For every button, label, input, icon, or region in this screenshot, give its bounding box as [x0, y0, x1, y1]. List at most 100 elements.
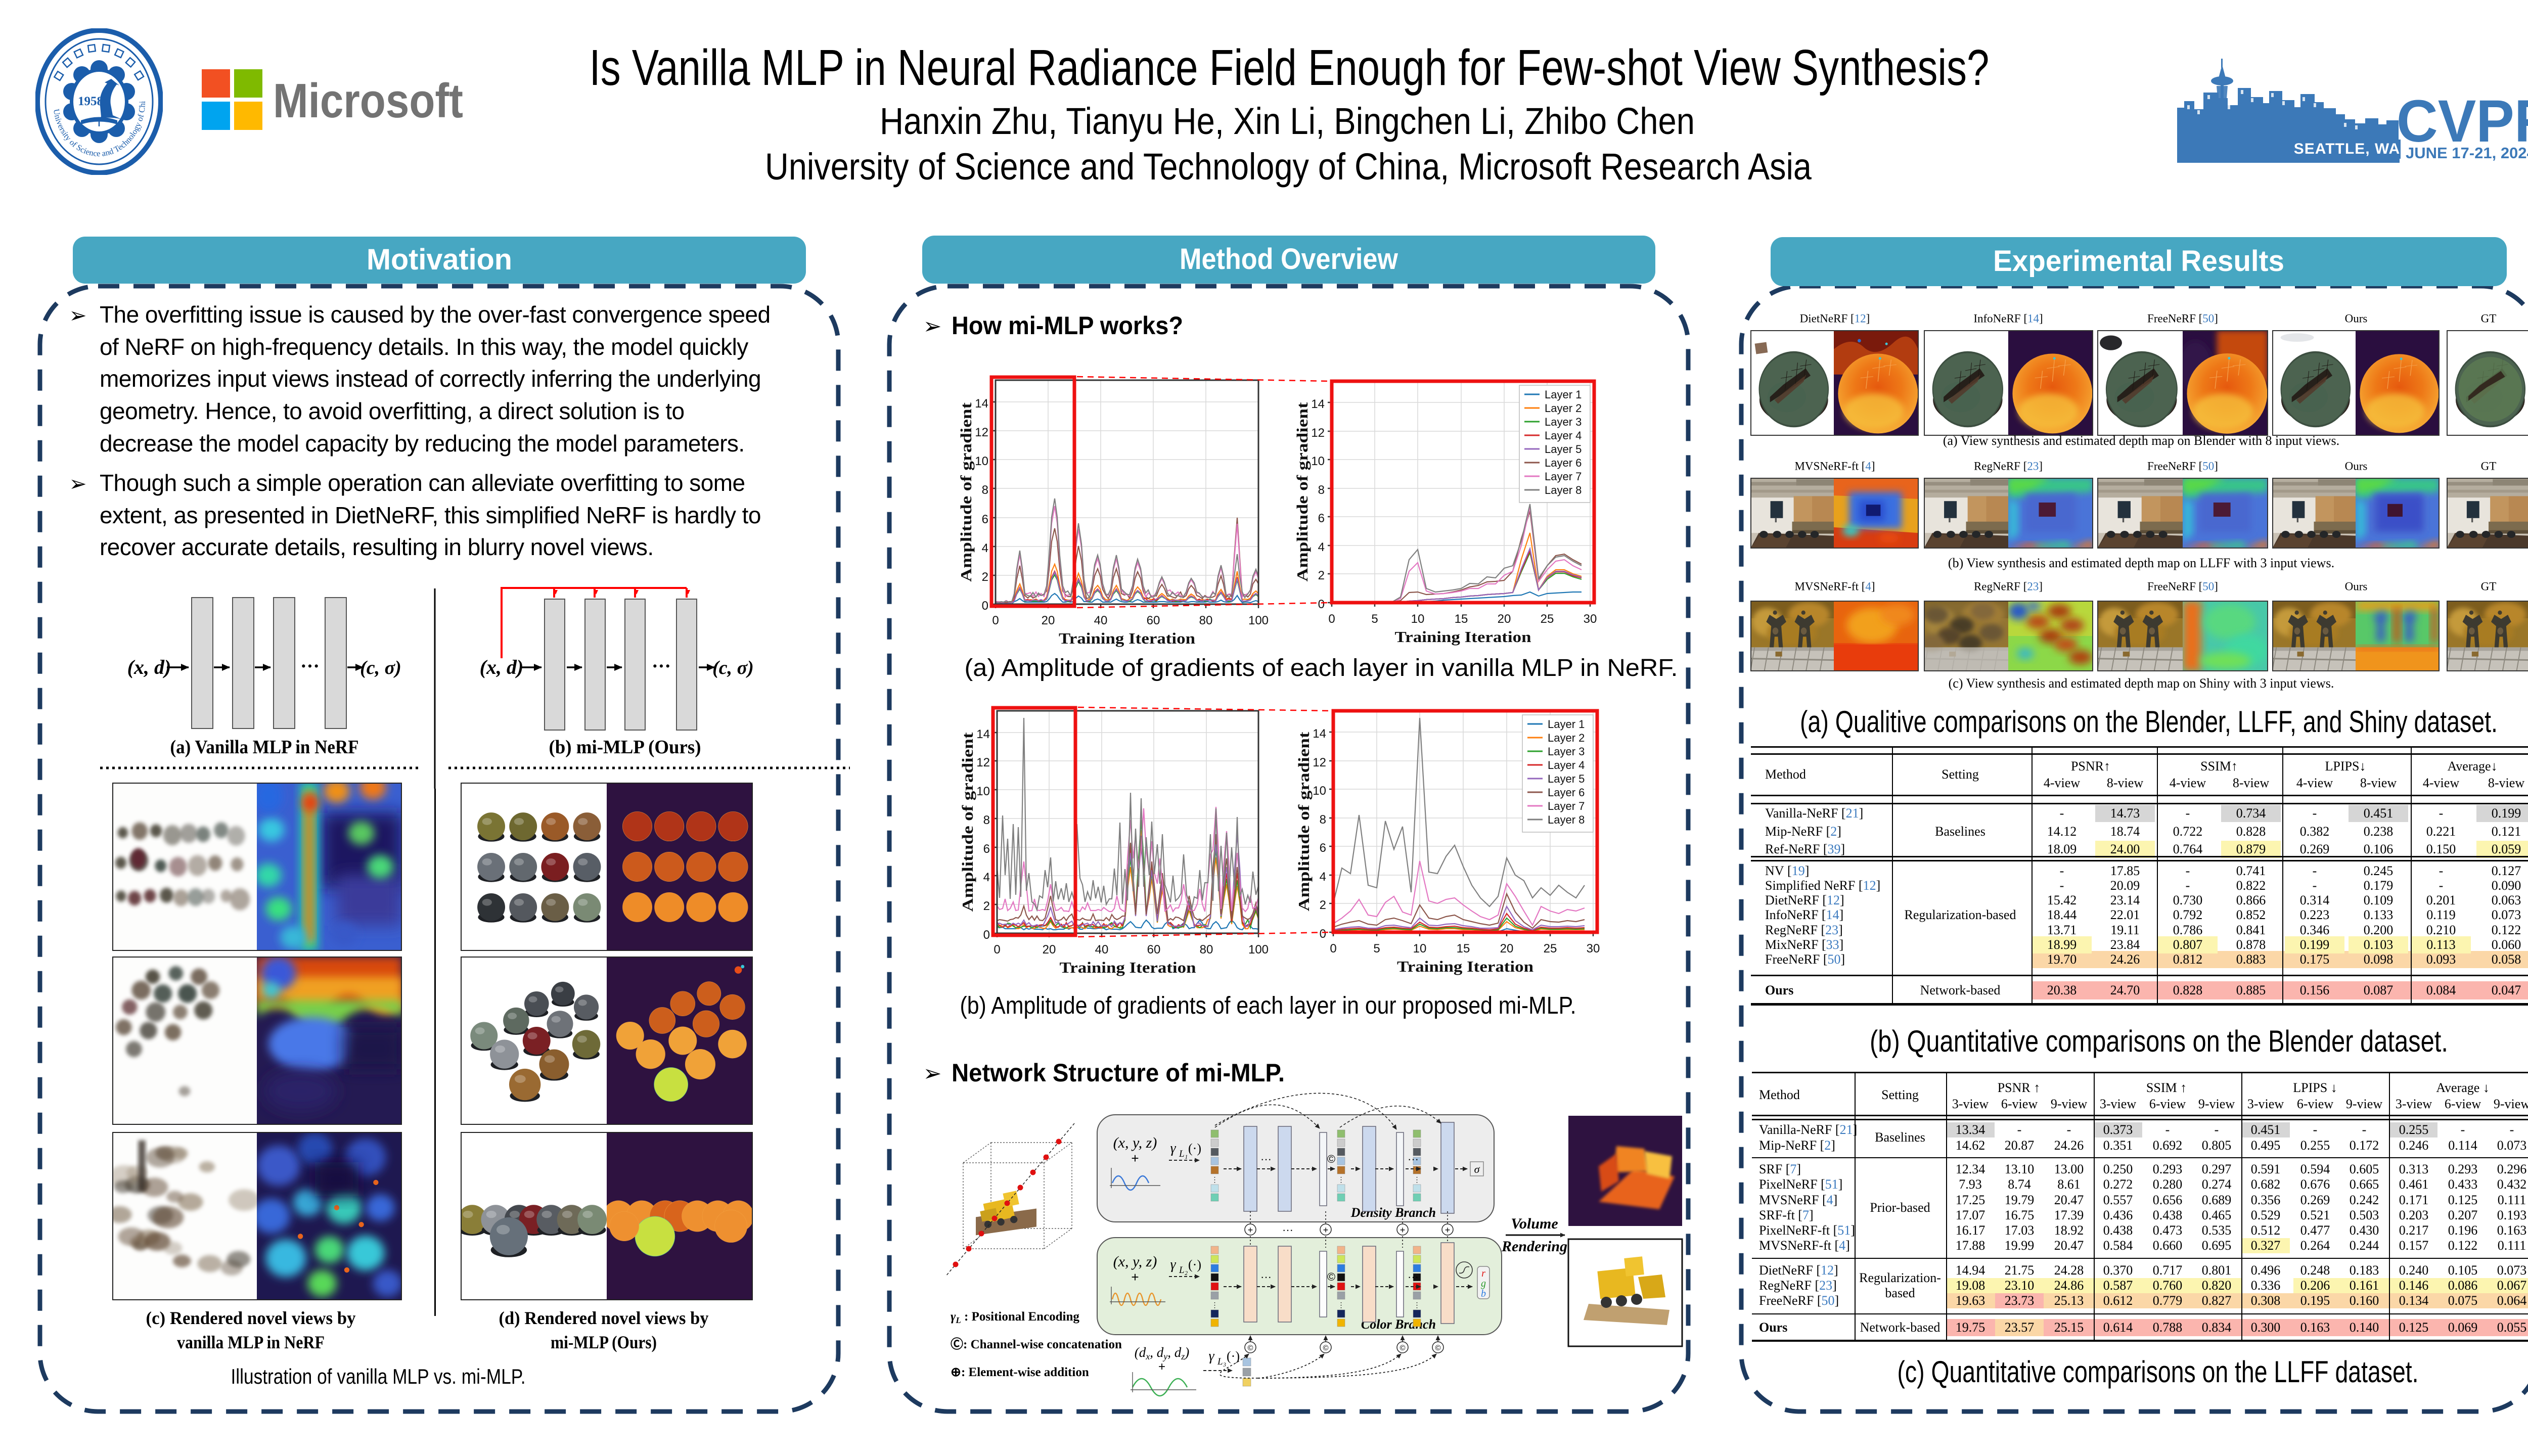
svg-text:8: 8 — [1320, 813, 1326, 827]
svg-text:Training Iteration: Training Iteration — [1059, 629, 1195, 647]
svg-text:15: 15 — [1457, 942, 1470, 956]
svg-text:14: 14 — [975, 397, 988, 411]
svg-text:⋮: ⋮ — [1338, 1301, 1345, 1309]
svg-text:30: 30 — [1584, 612, 1597, 626]
svg-text:Layer 3: Layer 3 — [1545, 416, 1582, 428]
svg-text:2: 2 — [1320, 898, 1326, 912]
svg-text:10: 10 — [1311, 454, 1325, 468]
svg-text:+: + — [1323, 1225, 1329, 1235]
svg-text:Layer 2: Layer 2 — [1548, 732, 1585, 744]
svg-text:···: ··· — [1408, 1270, 1419, 1283]
svg-text:(c, σ): (c, σ) — [712, 657, 754, 678]
svg-text:Layer 7: Layer 7 — [1548, 800, 1585, 812]
svg-text:L₂: L₂ — [1179, 1265, 1188, 1276]
svg-text:2: 2 — [983, 899, 990, 913]
svg-text:+: + — [1400, 1225, 1406, 1235]
svg-text:©: © — [1327, 1153, 1335, 1165]
svg-text:4: 4 — [1320, 870, 1326, 884]
svg-text:JUNE 17-21, 2024: JUNE 17-21, 2024 — [2406, 144, 2528, 162]
svg-text:+: + — [1131, 1269, 1139, 1285]
svg-text:Volume: Volume — [1511, 1215, 1558, 1232]
svg-text:Ⓒ: Channel-wise concatenation: Ⓒ: Channel-wise concatenation — [951, 1337, 1122, 1351]
svg-text:(dx, dy, dz): (dx, dy, dz) — [1135, 1345, 1190, 1361]
svg-text:5: 5 — [1371, 612, 1378, 626]
svg-text:Layer 4: Layer 4 — [1548, 759, 1585, 771]
svg-text:60: 60 — [1147, 614, 1160, 627]
svg-text:b: b — [1481, 1288, 1486, 1299]
svg-text:+: + — [1445, 1225, 1451, 1235]
svg-text:10: 10 — [975, 454, 988, 468]
svg-text:1958: 1958 — [78, 95, 103, 108]
svg-text:0: 0 — [1318, 598, 1325, 611]
svg-text:g: g — [1481, 1278, 1486, 1289]
svg-text:Layer 4: Layer 4 — [1545, 429, 1582, 442]
svg-text:γL : Positional Encoding: γL : Positional Encoding — [951, 1310, 1079, 1325]
svg-text:···: ··· — [1408, 1153, 1419, 1165]
svg-text:14: 14 — [976, 727, 990, 741]
svg-text:14: 14 — [1311, 397, 1325, 411]
svg-text:25: 25 — [1541, 612, 1554, 626]
svg-text:10: 10 — [1313, 784, 1326, 798]
svg-text:Rendering: Rendering — [1501, 1238, 1567, 1255]
svg-text:CVPR: CVPR — [2397, 87, 2528, 155]
svg-text:20: 20 — [1500, 942, 1514, 956]
svg-text:25: 25 — [1544, 942, 1557, 956]
svg-text:4: 4 — [1318, 540, 1325, 554]
svg-text:2: 2 — [1318, 569, 1325, 582]
svg-text:⋮: ⋮ — [1338, 1175, 1345, 1184]
svg-text:+: + — [1248, 1225, 1253, 1235]
svg-text:⋮: ⋮ — [1211, 1301, 1218, 1309]
svg-text:Layer 1: Layer 1 — [1548, 718, 1585, 731]
svg-text:···: ··· — [1282, 1223, 1293, 1236]
svg-text:γ: γ — [1170, 1141, 1176, 1156]
svg-text:0: 0 — [982, 599, 988, 613]
svg-text:(c, σ): (c, σ) — [360, 657, 401, 678]
svg-text:40: 40 — [1094, 614, 1108, 627]
svg-text:Layer 6: Layer 6 — [1545, 457, 1582, 469]
svg-text:10: 10 — [976, 785, 990, 798]
svg-text:(x, y, z): (x, y, z) — [1113, 1134, 1157, 1151]
svg-text:2: 2 — [982, 570, 988, 584]
svg-text:⋮: ⋮ — [1414, 1301, 1421, 1309]
svg-text:L₃: L₃ — [1217, 1356, 1226, 1367]
svg-text:Amplitude of gradient: Amplitude of gradient — [959, 732, 976, 912]
svg-text:Training Iteration: Training Iteration — [1395, 628, 1531, 646]
svg-text:···: ··· — [300, 656, 320, 677]
svg-text:80: 80 — [1199, 614, 1213, 627]
svg-text:···: ··· — [1260, 1270, 1272, 1283]
svg-text:Layer 1: Layer 1 — [1545, 388, 1582, 401]
svg-text:0: 0 — [992, 614, 999, 627]
svg-text:σ: σ — [1474, 1163, 1480, 1175]
svg-text:Layer 8: Layer 8 — [1545, 484, 1582, 496]
svg-text:Layer 6: Layer 6 — [1548, 786, 1585, 799]
svg-text:r: r — [1481, 1268, 1485, 1279]
svg-text:6: 6 — [983, 842, 990, 856]
svg-text:8: 8 — [1318, 483, 1325, 497]
svg-text:(x, y, z): (x, y, z) — [1113, 1253, 1157, 1270]
svg-text:©: © — [1247, 1344, 1253, 1352]
svg-text:10: 10 — [1411, 612, 1425, 626]
svg-text:12: 12 — [976, 756, 990, 769]
svg-text:20: 20 — [1042, 614, 1055, 627]
svg-text:6: 6 — [1318, 512, 1325, 525]
svg-text:0: 0 — [1328, 612, 1335, 626]
svg-text:12: 12 — [1311, 426, 1325, 440]
svg-text:4: 4 — [983, 871, 990, 884]
svg-text:Layer 2: Layer 2 — [1545, 402, 1582, 415]
svg-text:(·): (·) — [1227, 1349, 1240, 1363]
svg-text:100: 100 — [1248, 943, 1269, 957]
svg-text:4: 4 — [982, 541, 988, 555]
svg-text:Layer 7: Layer 7 — [1545, 470, 1582, 483]
svg-text:30: 30 — [1587, 942, 1600, 956]
svg-text:···: ··· — [652, 656, 671, 677]
svg-text:SEATTLE, WA: SEATTLE, WA — [2294, 141, 2400, 157]
svg-text:5: 5 — [1373, 942, 1380, 956]
svg-text:Amplitude of gradient: Amplitude of gradient — [1295, 732, 1313, 912]
svg-text:Amplitude of gradient: Amplitude of gradient — [957, 402, 975, 582]
svg-text:0: 0 — [1320, 927, 1326, 941]
svg-text:⊕: Element-wise addition: ⊕: Element-wise addition — [951, 1366, 1089, 1379]
svg-text:⋮: ⋮ — [1414, 1175, 1421, 1184]
svg-text:6: 6 — [1320, 841, 1326, 855]
svg-text:Layer 3: Layer 3 — [1548, 745, 1585, 758]
svg-text:(·): (·) — [1188, 1257, 1201, 1272]
